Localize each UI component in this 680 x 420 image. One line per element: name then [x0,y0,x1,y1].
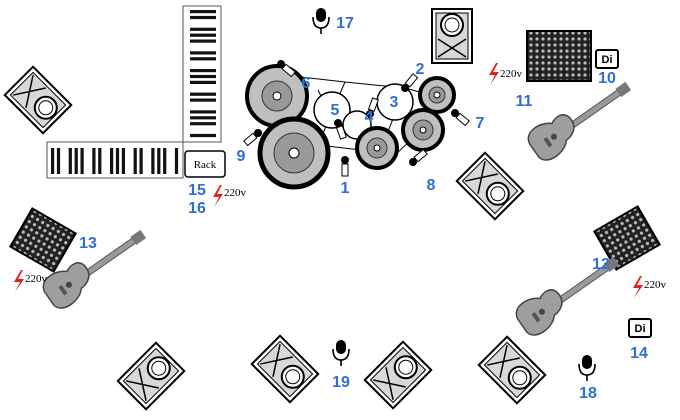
microphone-icon [578,354,596,382]
wedge-monitor-icon [455,151,525,221]
label-11: 11 [516,93,533,110]
label-3: 3 [390,94,399,111]
power-label: 220v [25,273,48,285]
label-18: 18 [579,385,597,402]
label-17: 17 [336,15,354,32]
label-1: 1 [341,180,350,197]
keyboard-icon [182,5,222,143]
label-4: 4 [365,109,374,126]
power-outlet-icon: 220v [633,276,667,298]
guitar-icon [523,69,639,166]
label-14: 14 [630,345,648,362]
drum-mic-icon [448,106,471,127]
drum-mic-icon [340,155,350,177]
power-outlet-icon: 220v [489,63,523,85]
wedge-monitor-icon [431,8,473,64]
wedge-monitor-icon [250,334,320,404]
label-15: 15 [188,182,206,199]
di-label: Di [602,54,613,66]
di-box-icon: Di [595,49,619,69]
drum-kit-icon [245,64,456,190]
label-9: 9 [237,148,246,165]
power-outlet-icon: 220v [14,270,48,292]
amp-cabinet-icon [526,30,592,82]
amp-cabinet-icon [9,207,77,273]
wedge-monitor-icon [116,341,186,411]
microphone-icon [312,7,330,35]
power-outlet-icon: 220v [213,185,247,207]
wedge-monitor-icon [363,340,433,410]
label-2: 2 [416,61,425,78]
label-10: 10 [598,70,616,87]
rack-label: Rack [194,159,217,171]
drum-mic-icon [406,148,429,169]
microphone-icon [332,339,350,367]
power-label: 220v [644,279,667,291]
label-13: 13 [79,235,97,252]
wedge-monitor-icon [3,65,73,135]
power-label: 220v [500,68,523,80]
label-16: 16 [188,200,206,217]
di-label: Di [635,323,646,335]
rack-box: Rack [184,150,226,178]
label-8: 8 [427,177,436,194]
wedge-monitor-icon [477,335,547,405]
label-6: 6 [302,75,311,92]
keyboard-icon [46,141,184,179]
di-box-icon: Di [628,318,652,338]
power-label: 220v [224,187,247,199]
label-19: 19 [332,374,350,391]
label-7: 7 [476,115,485,132]
label-12: 12 [592,256,610,273]
label-5: 5 [331,102,340,119]
